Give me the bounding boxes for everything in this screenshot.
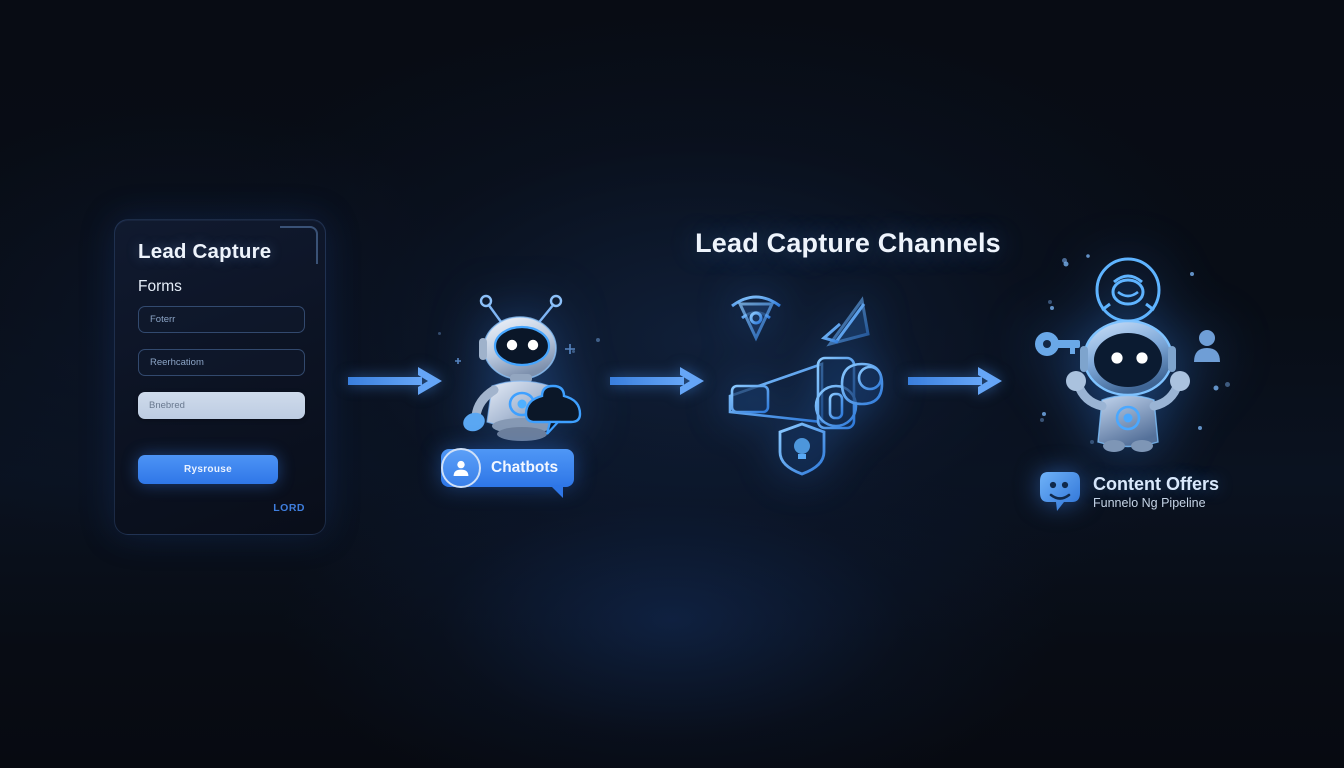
robot-assistant <box>452 286 602 444</box>
chat-cloud-icon <box>1038 470 1082 517</box>
particle <box>1048 300 1052 304</box>
chatbots-label[interactable]: Chatbots <box>441 448 575 498</box>
particle <box>438 332 441 335</box>
content-offers-subtitle: Funnelo Ng Pipeline <box>1093 496 1206 511</box>
particle <box>572 350 575 353</box>
particle <box>1040 418 1044 422</box>
field-one[interactable]: Foterr <box>138 306 305 333</box>
lead-capture-card: Lead Capture Forms Foterr Reerhcatiom Bn… <box>114 219 326 535</box>
card-title: Lead Capture <box>138 240 272 263</box>
chatbots-label-text: Chatbots <box>491 458 559 476</box>
card-subtitle: Forms <box>138 278 182 295</box>
submit-button[interactable]: Rysrouse <box>138 455 278 484</box>
content-offers-text: Content Offers Funnelo Ng Pipeline <box>1093 474 1219 513</box>
channel-icon-cluster <box>718 286 898 476</box>
particle <box>1225 382 1230 387</box>
user-avatar-icon <box>441 448 481 488</box>
page-title-text: Lead Capture Channels <box>695 228 1001 258</box>
robot-celebrating <box>1030 248 1226 454</box>
arrow-one <box>348 364 444 398</box>
content-offers-label[interactable]: Content Offers Funnelo Ng Pipeline <box>1038 470 1219 517</box>
field-three[interactable]: Bnebred <box>138 392 305 419</box>
field-two[interactable]: Reerhcatiom <box>138 349 305 376</box>
particle <box>1090 440 1094 444</box>
page-title: Lead Capture Channels <box>0 228 1344 259</box>
particle <box>596 338 600 342</box>
arrow-two <box>610 364 706 398</box>
particle <box>1062 258 1067 263</box>
card-footer-label: LORD <box>273 502 305 514</box>
content-offers-title: Content Offers <box>1093 474 1219 495</box>
arrow-three <box>908 364 1004 398</box>
